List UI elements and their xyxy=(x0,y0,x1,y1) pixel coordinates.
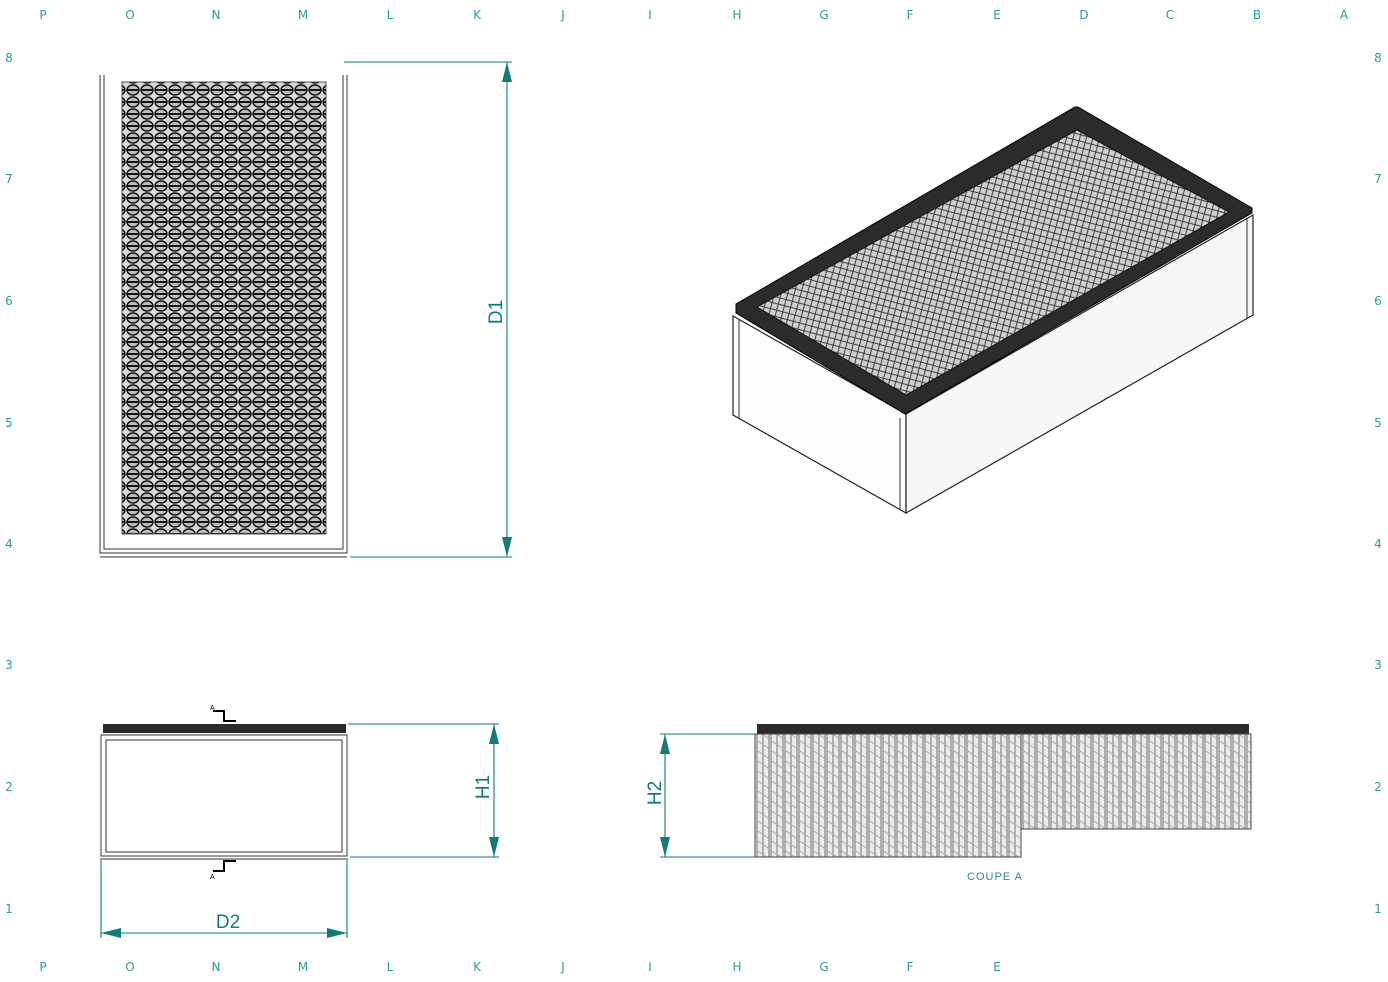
zone-row-label: 3 xyxy=(5,658,13,672)
zone-column-label: A xyxy=(1340,8,1349,22)
zone-column-label: G xyxy=(819,8,828,22)
zone-row-label: 7 xyxy=(5,172,13,186)
isometric-view xyxy=(732,106,1254,515)
zone-column-label: C xyxy=(1166,8,1174,22)
zone-row-label: 4 xyxy=(1374,537,1382,551)
zone-column-label: P xyxy=(39,8,46,22)
zone-column-label: J xyxy=(560,8,565,22)
section-mark-top: A xyxy=(210,705,215,712)
zone-rows-right: 8 7 6 5 4 3 2 1 xyxy=(1374,51,1382,916)
zone-column-label: O xyxy=(125,8,134,22)
zone-column-label: K xyxy=(473,960,482,974)
zone-column-label: L xyxy=(387,960,394,974)
zone-column-label: P xyxy=(39,960,46,974)
zone-column-label: E xyxy=(993,960,1001,974)
zone-column-label: N xyxy=(212,960,221,974)
zone-column-label: M xyxy=(298,960,308,974)
zone-column-label: H xyxy=(732,8,741,22)
zone-column-label: J xyxy=(560,960,565,974)
zone-column-label: F xyxy=(907,8,914,22)
zone-column-label: K xyxy=(473,8,482,22)
zone-column-label: L xyxy=(387,8,394,22)
front-gasket xyxy=(103,724,346,733)
section-caption: COUPE A xyxy=(967,871,1023,883)
zone-column-label: B xyxy=(1253,8,1261,22)
zone-column-label: D xyxy=(1079,8,1088,22)
zone-row-label: 5 xyxy=(5,416,13,430)
zone-column-label: I xyxy=(648,960,652,974)
zone-column-label: F xyxy=(907,960,914,974)
dimension-h1: H1 xyxy=(348,723,499,858)
zone-column-label: N xyxy=(212,8,221,22)
zone-row-label: 2 xyxy=(1374,780,1382,794)
dimension-d2: D2 xyxy=(100,860,348,938)
zone-column-label: G xyxy=(819,960,828,974)
dimension-d1: D1 xyxy=(344,61,512,558)
zone-column-label: E xyxy=(993,8,1001,22)
top-view-mesh xyxy=(121,81,327,535)
zone-column-label: H xyxy=(732,960,741,974)
zone-rows-left: 8 7 6 5 4 3 2 1 xyxy=(5,51,13,916)
section-view: COUPE A xyxy=(754,724,1252,883)
section-gasket xyxy=(757,724,1249,734)
section-pleats-right xyxy=(1020,733,1252,830)
zone-row-label: 6 xyxy=(1374,294,1382,308)
top-view xyxy=(99,75,348,558)
d1-label: D1 xyxy=(486,300,507,324)
iso-mesh xyxy=(755,129,1231,396)
front-view: A A xyxy=(100,705,348,881)
zone-column-label: M xyxy=(298,8,308,22)
d2-label: D2 xyxy=(216,912,240,933)
zone-row-label: 2 xyxy=(5,780,13,794)
zone-column-label: I xyxy=(648,8,652,22)
h1-label: H1 xyxy=(473,775,494,799)
zone-row-label: 8 xyxy=(1374,51,1382,65)
zone-column-label: O xyxy=(125,960,134,974)
dimension-h2: H2 xyxy=(645,733,755,858)
section-mark-bottom: A xyxy=(210,874,215,881)
zone-row-label: 3 xyxy=(1374,658,1382,672)
zone-row-label: 5 xyxy=(1374,416,1382,430)
zone-row-label: 6 xyxy=(5,294,13,308)
zone-row-label: 8 xyxy=(5,51,13,65)
h2-label: H2 xyxy=(645,781,666,805)
section-pleats-left xyxy=(754,733,1022,858)
zone-row-label: 7 xyxy=(1374,172,1382,186)
zone-row-label: 1 xyxy=(5,902,13,916)
zone-row-label: 1 xyxy=(1374,902,1382,916)
zone-row-label: 4 xyxy=(5,537,13,551)
